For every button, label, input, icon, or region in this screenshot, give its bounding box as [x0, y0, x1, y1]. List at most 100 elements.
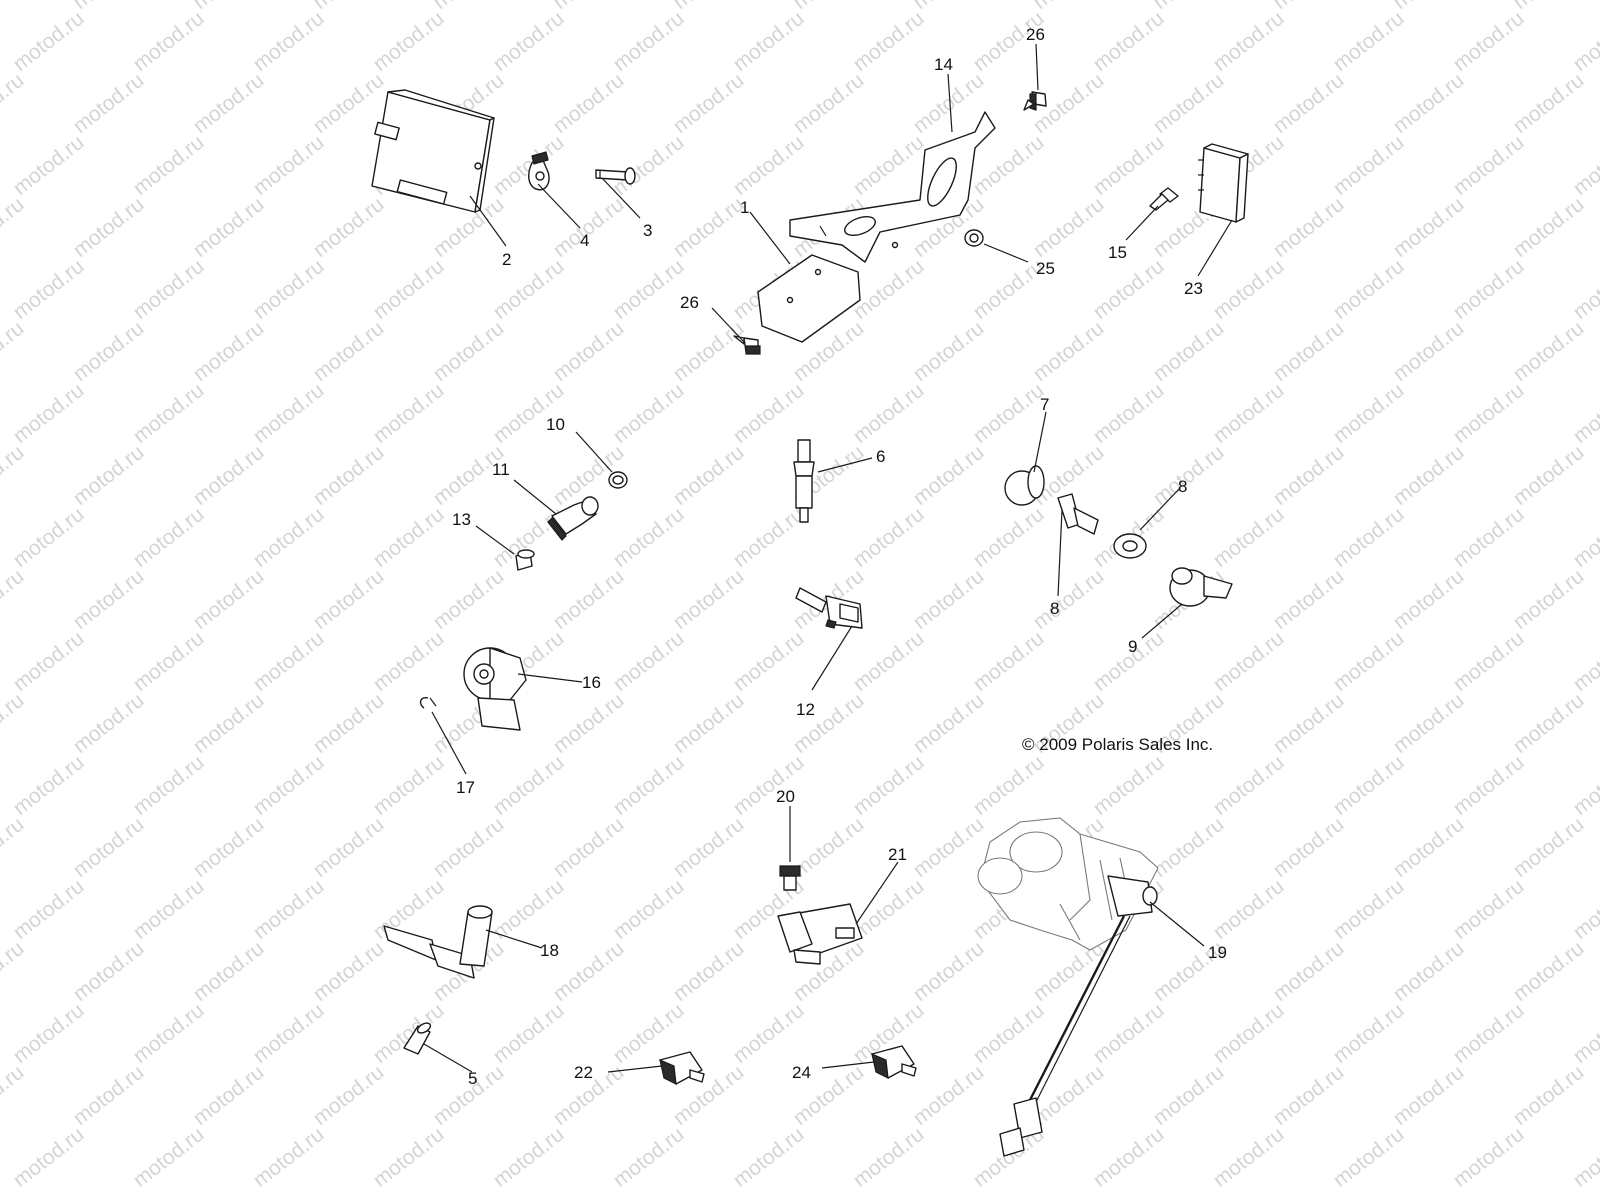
watermark-text: motod.ru — [129, 503, 208, 572]
watermark-text: motod.ru — [1329, 751, 1408, 820]
watermark-text: motod.ru — [1209, 751, 1288, 820]
watermark-text: motod.ru — [189, 0, 268, 14]
callout-8-upper: 8 — [1050, 599, 1059, 618]
part-cover-plate — [757, 254, 861, 343]
watermark-text: motod.ru — [1089, 999, 1168, 1068]
callout-26-lower: 26 — [680, 293, 699, 312]
watermark-text: motod.ru — [1269, 689, 1348, 758]
watermark-text: motod.ru — [1449, 7, 1528, 76]
watermark-text: motod.ru — [1269, 317, 1348, 386]
watermark-text: motod.ru — [489, 751, 568, 820]
watermark-text: motod.ru — [69, 317, 148, 386]
callout-5: 5 — [468, 1069, 477, 1088]
watermark-text: motod.ru — [1149, 441, 1228, 510]
watermark-text: motod.ru — [1509, 441, 1588, 510]
watermark-text: motod.ru — [9, 627, 88, 696]
watermark-text: motod.ru — [489, 7, 568, 76]
watermark-text: motod.ru — [609, 627, 688, 696]
watermark-text: motod.ru — [9, 131, 88, 200]
watermark-text: motod.ru — [669, 0, 748, 14]
watermark-text: motod.ru — [249, 999, 328, 1068]
watermark-text: motod.ru — [1089, 7, 1168, 76]
watermark-text: motod.ru — [669, 565, 748, 634]
watermark-text: motod.ru — [309, 689, 388, 758]
watermark-text: motod.ru — [549, 937, 628, 1006]
part-bolt-15 — [1149, 187, 1179, 211]
watermark-text: motod.ru — [1089, 751, 1168, 820]
watermark-text: motod.ru — [1449, 503, 1528, 572]
watermark-text: motod.ru — [69, 0, 148, 14]
watermark-text: motod.ru — [129, 627, 208, 696]
watermark-text: motod.ru — [0, 565, 28, 634]
watermark-text: motod.ru — [9, 7, 88, 76]
watermark-text: motod.ru — [189, 937, 268, 1006]
callout-16: 16 — [582, 673, 601, 692]
part-bolt-3 — [595, 167, 636, 185]
watermark-text: motod.ru — [909, 937, 988, 1006]
watermark-text: motod.ru — [1089, 255, 1168, 324]
watermark-text: motod.ru — [1029, 1061, 1108, 1130]
part-sensor-12 — [795, 587, 863, 629]
watermark-text: motod.ru — [1269, 193, 1348, 262]
watermark-text: motod.ru — [309, 1061, 388, 1130]
watermark-text: motod.ru — [1509, 937, 1588, 1006]
watermark-text: motod.ru — [489, 999, 568, 1068]
watermark-text: motod.ru — [669, 193, 748, 262]
watermark-text: motod.ru — [609, 255, 688, 324]
watermark-text: motod.ru — [1389, 193, 1468, 262]
watermark-text: motod.ru — [1209, 999, 1288, 1068]
watermark-text: motod.ru — [369, 1123, 448, 1192]
watermark-text: motod.ru — [849, 7, 928, 76]
watermark-text: motod.ru — [609, 503, 688, 572]
watermark-text: motod.ru — [909, 565, 988, 634]
watermark-text: motod.ru — [369, 751, 448, 820]
watermark-text: motod.ru — [0, 937, 28, 1006]
watermark-text: motod.ru — [0, 813, 28, 882]
watermark-text: motod.ru — [1389, 813, 1468, 882]
callout-10: 10 — [546, 415, 565, 434]
watermark-text: motod.ru — [1509, 1061, 1588, 1130]
watermark-text: motod.ru — [1569, 7, 1600, 76]
watermark-text: motod.ru — [249, 627, 328, 696]
watermark-text: motod.ru — [1029, 565, 1108, 634]
watermark-text: motod.ru — [609, 751, 688, 820]
watermark-text: motod.ru — [1329, 999, 1408, 1068]
watermark-text: motod.ru — [0, 317, 28, 386]
part-nut-9 — [1113, 533, 1147, 559]
watermark-text: motod.ru — [1569, 503, 1600, 572]
watermark-text: motod.ru — [1089, 1123, 1168, 1192]
callout-2: 2 — [502, 250, 511, 269]
part-washer-10 — [608, 471, 628, 489]
watermark-text: motod.ru — [1089, 379, 1168, 448]
watermark-text: motod.ru — [1569, 751, 1600, 820]
watermark-text: motod.ru — [1089, 131, 1168, 200]
watermark-text: motod.ru — [549, 565, 628, 634]
watermark-text: motod.ru — [69, 69, 148, 138]
watermark-text: motod.ru — [249, 131, 328, 200]
watermark-text: motod.ru — [1389, 0, 1468, 14]
watermark-text: motod.ru — [1389, 441, 1468, 510]
callout-17: 17 — [456, 778, 475, 797]
watermark-text: motod.ru — [1029, 317, 1108, 386]
watermark-text: motod.ru — [429, 565, 508, 634]
part-pin-5 — [403, 1022, 432, 1055]
watermark-text: motod.ru — [1509, 69, 1588, 138]
watermark-text: motod.ru — [0, 689, 28, 758]
watermark-text: motod.ru — [909, 441, 988, 510]
watermark-text: motod.ru — [609, 7, 688, 76]
watermark-text: motod.ru — [849, 131, 928, 200]
part-switch-22 — [659, 1051, 705, 1086]
watermark-text: motod.ru — [69, 193, 148, 262]
watermark-text: motod.ru — [1569, 255, 1600, 324]
callout-25: 25 — [1036, 259, 1055, 278]
watermark-text: motod.ru — [669, 813, 748, 882]
part-screw-26-top — [1023, 91, 1047, 111]
watermark-text: motod.ru — [189, 689, 268, 758]
watermark-text: motod.ru — [249, 503, 328, 572]
callout-7: 7 — [1040, 395, 1049, 414]
watermark-text: motod.ru — [0, 193, 28, 262]
watermark-text: motod.ru — [1569, 379, 1600, 448]
callout-26-top: 26 — [1026, 25, 1045, 44]
watermark-text: motod.ru — [129, 875, 208, 944]
watermark-text: motod.ru — [1209, 7, 1288, 76]
